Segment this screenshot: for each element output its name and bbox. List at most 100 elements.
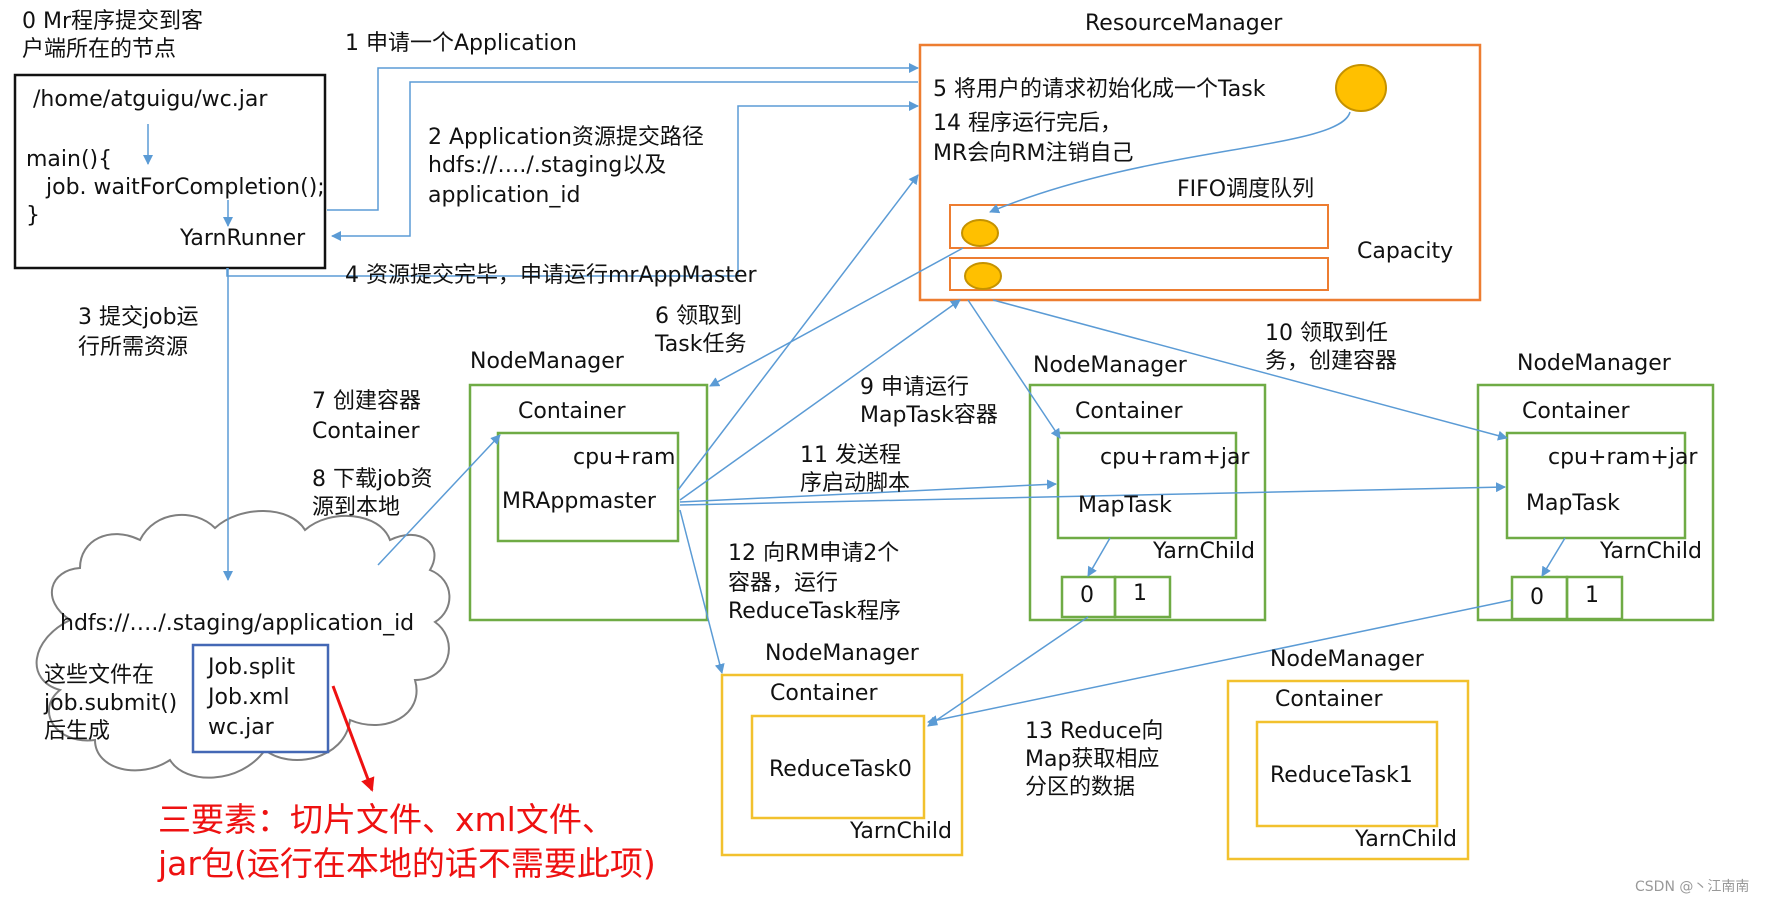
step0-label-line2: 户端所在的节点 xyxy=(22,37,177,62)
client-box xyxy=(13,73,327,270)
fifo-queue-row-1 xyxy=(949,204,1329,249)
node-manager-1-title: NodeManager xyxy=(470,349,624,374)
step8-label-line2: 源到本地 xyxy=(312,495,401,520)
yarn-runner-label: YarnRunner xyxy=(180,226,306,251)
arrow-step-4 xyxy=(226,101,919,277)
yarnchild-nm5-label: YarnChild xyxy=(1355,827,1457,852)
step3-label-line2: 行所需资源 xyxy=(78,335,189,360)
node-manager-4-container-label: Container xyxy=(770,681,878,706)
arrow-step-12 xyxy=(679,509,725,674)
arrow-step-9 xyxy=(679,299,961,501)
step11-label-line1: 11 发送程 xyxy=(800,443,901,468)
hdfs-note-line3: 后生成 xyxy=(44,719,111,744)
node-manager-5-container-label: Container xyxy=(1275,687,1383,712)
step9-label-line2: MapTask容器 xyxy=(860,403,998,428)
arrow-step-11-nm2 xyxy=(679,479,1057,503)
yarnchild-nm4-label: YarnChild xyxy=(850,819,952,844)
reducetask1-container-box xyxy=(1255,720,1439,828)
arrow-step-14 xyxy=(677,174,919,491)
node-manager-5-box xyxy=(1226,679,1470,861)
arrow-step-11-nm3 xyxy=(679,482,1506,506)
node-manager-5-title: NodeManager xyxy=(1270,647,1424,672)
partition-0-nm3: 0 xyxy=(1530,585,1544,610)
hdfs-note-line1: 这些文件在 xyxy=(44,663,155,688)
client-jar-path: /home/atguigu/wc.jar xyxy=(33,87,268,112)
watermark: CSDN @丶江南南 xyxy=(1635,879,1750,895)
reducetask1-label: ReduceTask1 xyxy=(1270,763,1413,788)
step8-label-line1: 8 下载job资 xyxy=(312,467,433,492)
arrow-step-13-a xyxy=(927,616,1089,727)
step10-label-line1: 10 领取到任 xyxy=(1265,321,1388,346)
arrow-rm-to-nm2 xyxy=(967,299,1061,439)
client-code-line3: } xyxy=(26,203,40,228)
node-manager-3-container-label: Container xyxy=(1522,399,1630,424)
mrappmaster-label: MRAppmaster xyxy=(502,489,656,514)
job-files-box xyxy=(191,643,330,754)
arrow-step-10 xyxy=(992,299,1508,441)
arrow-step-5 xyxy=(989,111,1351,214)
step2-label-line2: hdfs://…./.staging以及 xyxy=(428,153,667,178)
yarnchild-nm3-label: YarnChild xyxy=(1600,539,1702,564)
annotation-arrow xyxy=(331,685,375,792)
step1-label: 1 申请一个Application xyxy=(345,31,577,56)
queued-task-token-2 xyxy=(964,262,1002,290)
step13-label-line2: Map获取相应 xyxy=(1025,747,1160,772)
step13-label-line1: 13 Reduce向 xyxy=(1025,719,1164,744)
node-manager-2-title: NodeManager xyxy=(1033,353,1187,378)
fifo-queue-row-2 xyxy=(949,257,1329,291)
step3-label-line1: 3 提交job运 xyxy=(78,305,199,330)
step4-label: 4 资源提交完毕，申请运行mrAppMaster xyxy=(345,263,757,288)
resource-manager-title: ResourceManager xyxy=(1085,11,1283,36)
step14-label-line2: MR会向RM注销自己 xyxy=(933,141,1134,166)
fifo-queue-label: FIFO调度队列 xyxy=(1177,177,1315,202)
node-manager-2-box xyxy=(1028,383,1267,622)
node-manager-2-resources: cpu+ram+jar xyxy=(1100,445,1250,470)
step12-label-line1: 12 向RM申请2个 xyxy=(728,541,900,566)
annotation-line2: jar包(运行在本地的话不需要此项) xyxy=(158,844,656,883)
step6-label-line1: 6 领取到 xyxy=(655,304,742,329)
node-manager-2-container-label: Container xyxy=(1075,399,1183,424)
maptask-container-1-box xyxy=(1056,431,1238,540)
node-manager-3-resources: cpu+ram+jar xyxy=(1548,445,1698,470)
step9-label-line1: 9 申请运行 xyxy=(860,375,969,400)
arrow-step-7-8 xyxy=(377,434,501,566)
step12-label-line2: 容器，运行 xyxy=(728,571,839,596)
step5-label: 5 将用户的请求初始化成一个Task xyxy=(933,77,1266,102)
annotation-line1: 三要素：切片文件、xml文件、 xyxy=(158,800,615,839)
node-manager-1-resources: cpu+ram xyxy=(573,445,676,470)
partition-1-nm3: 1 xyxy=(1585,583,1599,608)
hdfs-staging-path: hdfs://…./.staging/application_id xyxy=(60,611,415,636)
partition-0-nm2: 0 xyxy=(1080,583,1094,608)
arrow-step-6 xyxy=(709,247,964,387)
queued-task-token-1 xyxy=(961,219,999,247)
step2-label-line3: application_id xyxy=(428,183,581,208)
job-file-jar: wc.jar xyxy=(208,715,274,740)
step14-label-line1: 14 程序运行完后， xyxy=(933,111,1122,136)
maptask-2-label: MapTask xyxy=(1526,491,1620,516)
capacity-label: Capacity xyxy=(1357,239,1454,264)
maptask-1-label: MapTask xyxy=(1078,493,1172,518)
job-file-xml: Job.xml xyxy=(208,685,290,710)
task-token xyxy=(1335,64,1387,112)
step6-label-line2: Task任务 xyxy=(655,332,747,357)
step13-label-line3: 分区的数据 xyxy=(1025,775,1136,800)
hdfs-note-line2: job.submit() xyxy=(44,691,178,716)
step7-label-line1: 7 创建容器 xyxy=(312,389,421,414)
partition-1-box-1 xyxy=(1113,575,1172,619)
client-code-line2: job. waitForCompletion(); xyxy=(46,175,325,200)
arrow-maptask-partition-1 xyxy=(1087,537,1111,577)
node-manager-4-title: NodeManager xyxy=(765,641,919,666)
partition-1-box-2 xyxy=(1565,575,1624,621)
reducetask0-container-box xyxy=(750,714,926,820)
arrow-step-2 xyxy=(331,81,918,241)
node-manager-4-box xyxy=(720,673,964,857)
node-manager-3-title: NodeManager xyxy=(1517,351,1671,376)
mrappmaster-container-box xyxy=(496,431,680,543)
arrow-step-13-b xyxy=(927,599,1513,726)
resource-manager-box xyxy=(918,43,1482,302)
reducetask0-label: ReduceTask0 xyxy=(769,757,912,782)
partition-1-nm2: 1 xyxy=(1133,581,1147,606)
step10-label-line2: 务，创建容器 xyxy=(1265,349,1398,374)
node-manager-1-container-label: Container xyxy=(518,399,626,424)
